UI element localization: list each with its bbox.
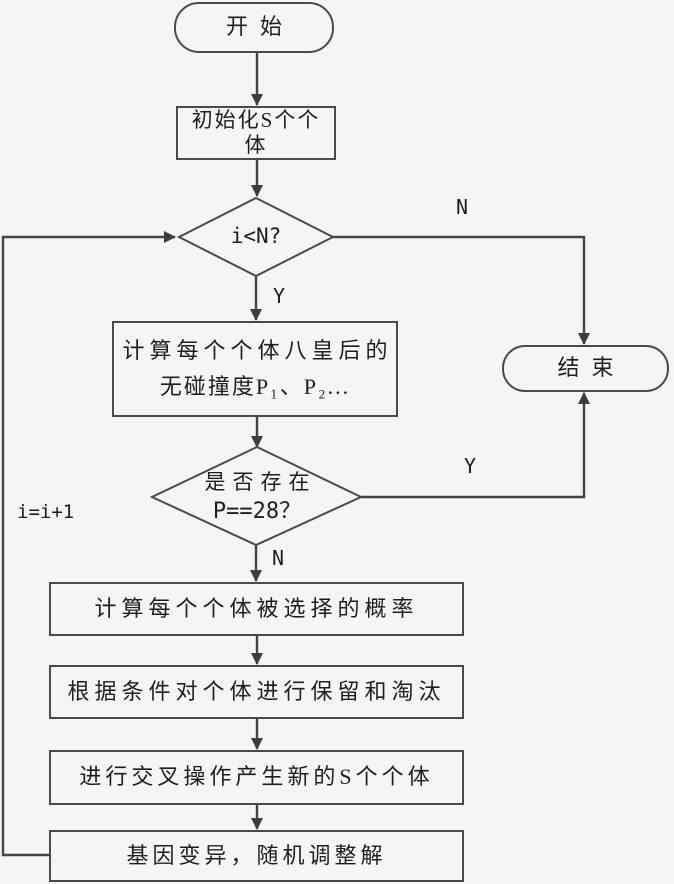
edge-mutation-loop-back: [1, 231, 176, 857]
init-node-label: 初始化S个个 体: [191, 108, 321, 157]
edge-loop-check-no-to-end: [333, 235, 590, 345]
loop-check-yes-label: Y: [273, 284, 286, 308]
mutation-node-label: 基因变异，随机调整解: [126, 842, 387, 868]
calc-fitness-node-label: 计算每个个体八皇后的 无碰撞度P₁、P₂...: [113, 322, 397, 416]
init-process-shape: [176, 106, 336, 160]
calc-fitness-process-shape: [112, 321, 398, 417]
solution-check-line1: 是否存在: [204, 470, 317, 494]
solution-check-yes-label: Y: [464, 454, 477, 478]
crossover-node-label: 进行交叉操作产生新的S个个体: [79, 764, 434, 790]
calc-fitness-line2: 无碰撞度P₁、P₂...: [159, 374, 351, 399]
solution-check-node-label: 是否存在 P==28？: [153, 450, 361, 544]
end-terminator-shape: [502, 345, 669, 392]
start-terminator-shape: [174, 2, 334, 53]
solution-check-decision-shape: [149, 445, 364, 547]
selection-prob-node-label: 计算每个个体被选择的概率: [94, 595, 419, 621]
loop-check-node-label: i<N?: [230, 224, 282, 249]
keep-discard-node-label: 根据条件对个体进行保留和淘汰: [67, 678, 446, 704]
loop-check-no-label: N: [456, 195, 469, 219]
edge-solution-check-yes-to-end: [361, 392, 590, 499]
solution-check-no-label: N: [272, 546, 285, 570]
end-node-label: 结束: [557, 355, 626, 381]
start-node-label: 开始: [225, 14, 294, 40]
crossover-process-shape: [49, 750, 464, 805]
mutation-process-shape: [49, 830, 464, 882]
calc-fitness-line1: 计算每个个体八皇后的: [122, 338, 393, 363]
selection-prob-process-shape: [49, 582, 464, 636]
keep-discard-process-shape: [49, 665, 464, 719]
increment-label: i=i+1: [17, 501, 75, 523]
loop-check-decision-shape: [176, 196, 336, 278]
solution-check-line2: P==28？: [212, 499, 302, 524]
